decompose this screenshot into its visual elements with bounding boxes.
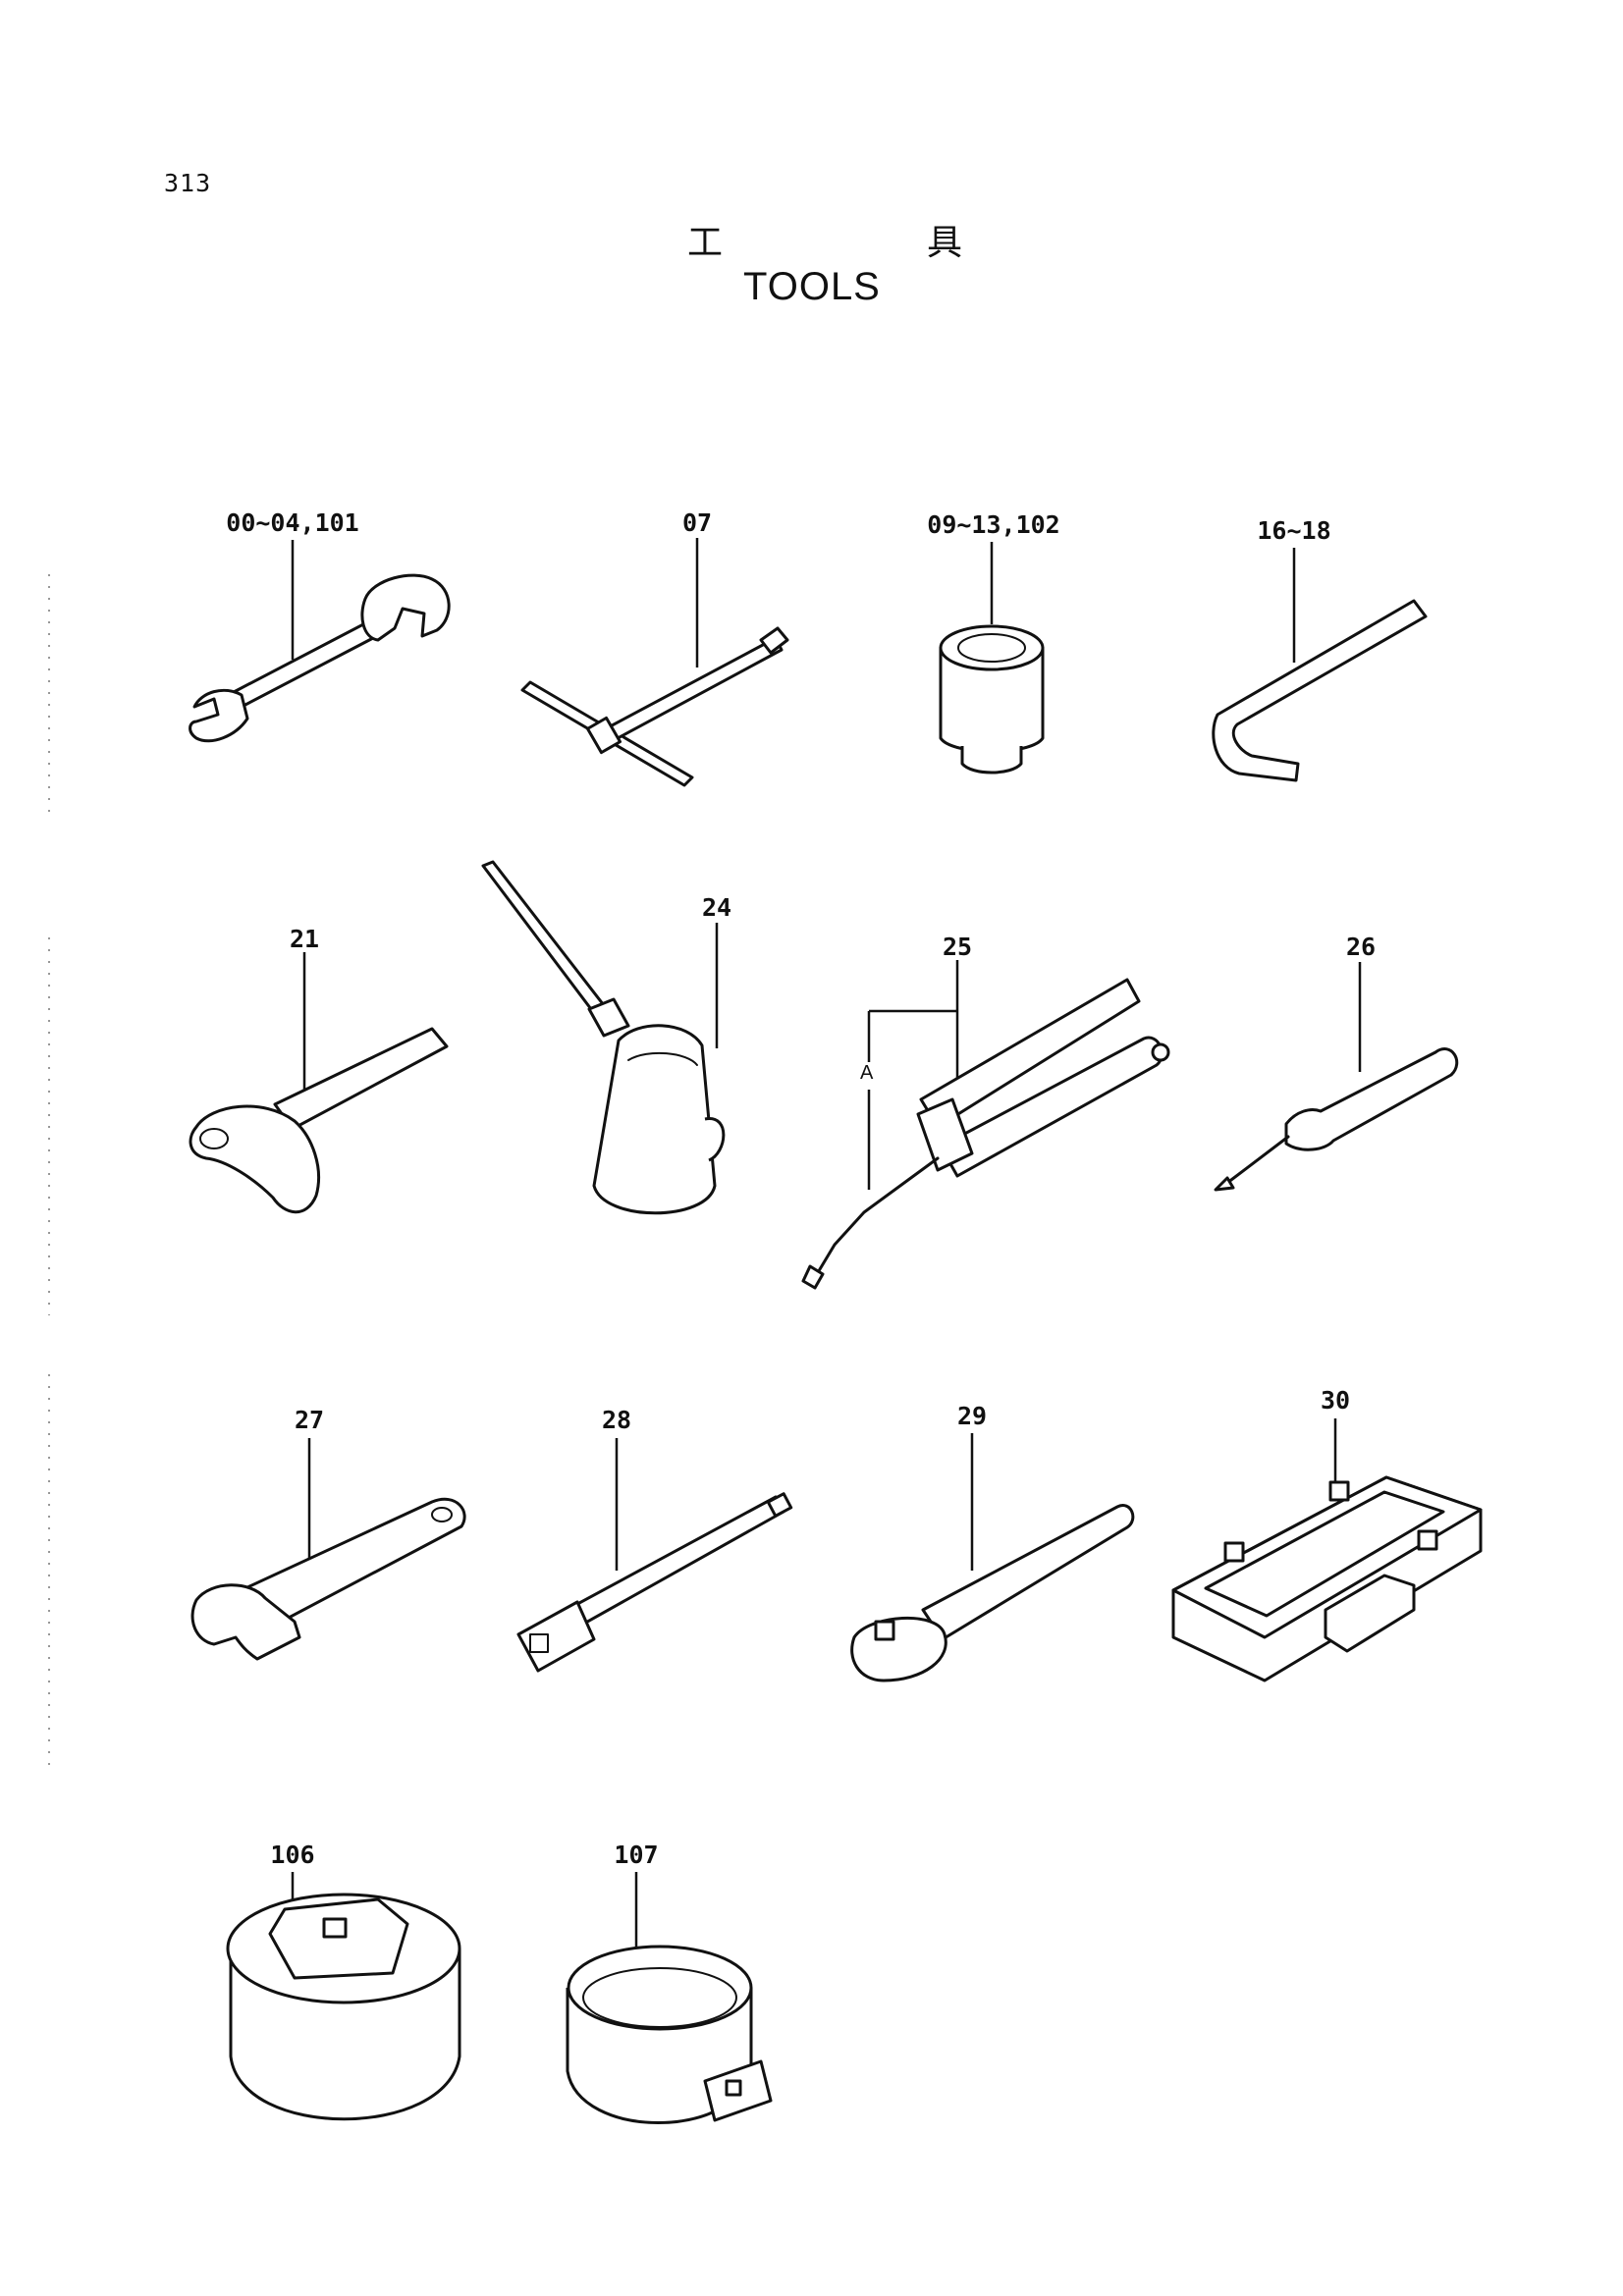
part-label-30: 30: [1320, 1386, 1351, 1415]
callout-a-label: A: [860, 1062, 874, 1084]
part-label-24: 24: [701, 893, 732, 922]
title-english: TOOLS: [743, 265, 881, 308]
socket-icon: [941, 542, 1043, 773]
part-label-26: 26: [1345, 933, 1377, 961]
grease-gun-icon: [803, 960, 1168, 1288]
tool-box-icon: [1173, 1418, 1481, 1681]
ratchet-handle-icon: [852, 1433, 1133, 1681]
adjustable-wrench-icon: [192, 1438, 464, 1659]
part-label-29: 29: [956, 1402, 988, 1430]
title-japanese: 工 具: [687, 214, 962, 265]
t-handle-socket-wrench-icon: [522, 538, 787, 785]
part-label-25: 25: [942, 933, 973, 961]
extension-bar-icon: [518, 1438, 791, 1671]
part-label-21: 21: [289, 925, 320, 953]
open-end-wrench-icon: [190, 540, 450, 741]
part-label-27: 27: [294, 1406, 325, 1434]
screwdriver-icon: [1216, 962, 1457, 1190]
page-number: 313: [164, 169, 212, 197]
part-label-16-18: 16~18: [1257, 516, 1331, 545]
hex-key-icon: [1214, 548, 1426, 780]
title-jp-char-2: 具: [926, 223, 962, 263]
part-label-28: 28: [601, 1406, 632, 1434]
part-label-07: 07: [681, 508, 713, 537]
filter-wrench-band-icon: [568, 1872, 771, 2123]
part-label-00-04-101: 00~04,101: [226, 508, 359, 537]
oil-can-icon: [483, 862, 724, 1213]
filter-wrench-cap-icon: [228, 1872, 460, 2119]
hammer-icon: [190, 952, 447, 1212]
part-label-09-13-102: 09~13,102: [927, 510, 1060, 539]
title-jp-char-1: 工: [687, 223, 724, 263]
part-label-107: 107: [614, 1841, 659, 1869]
part-label-106: 106: [270, 1841, 315, 1869]
